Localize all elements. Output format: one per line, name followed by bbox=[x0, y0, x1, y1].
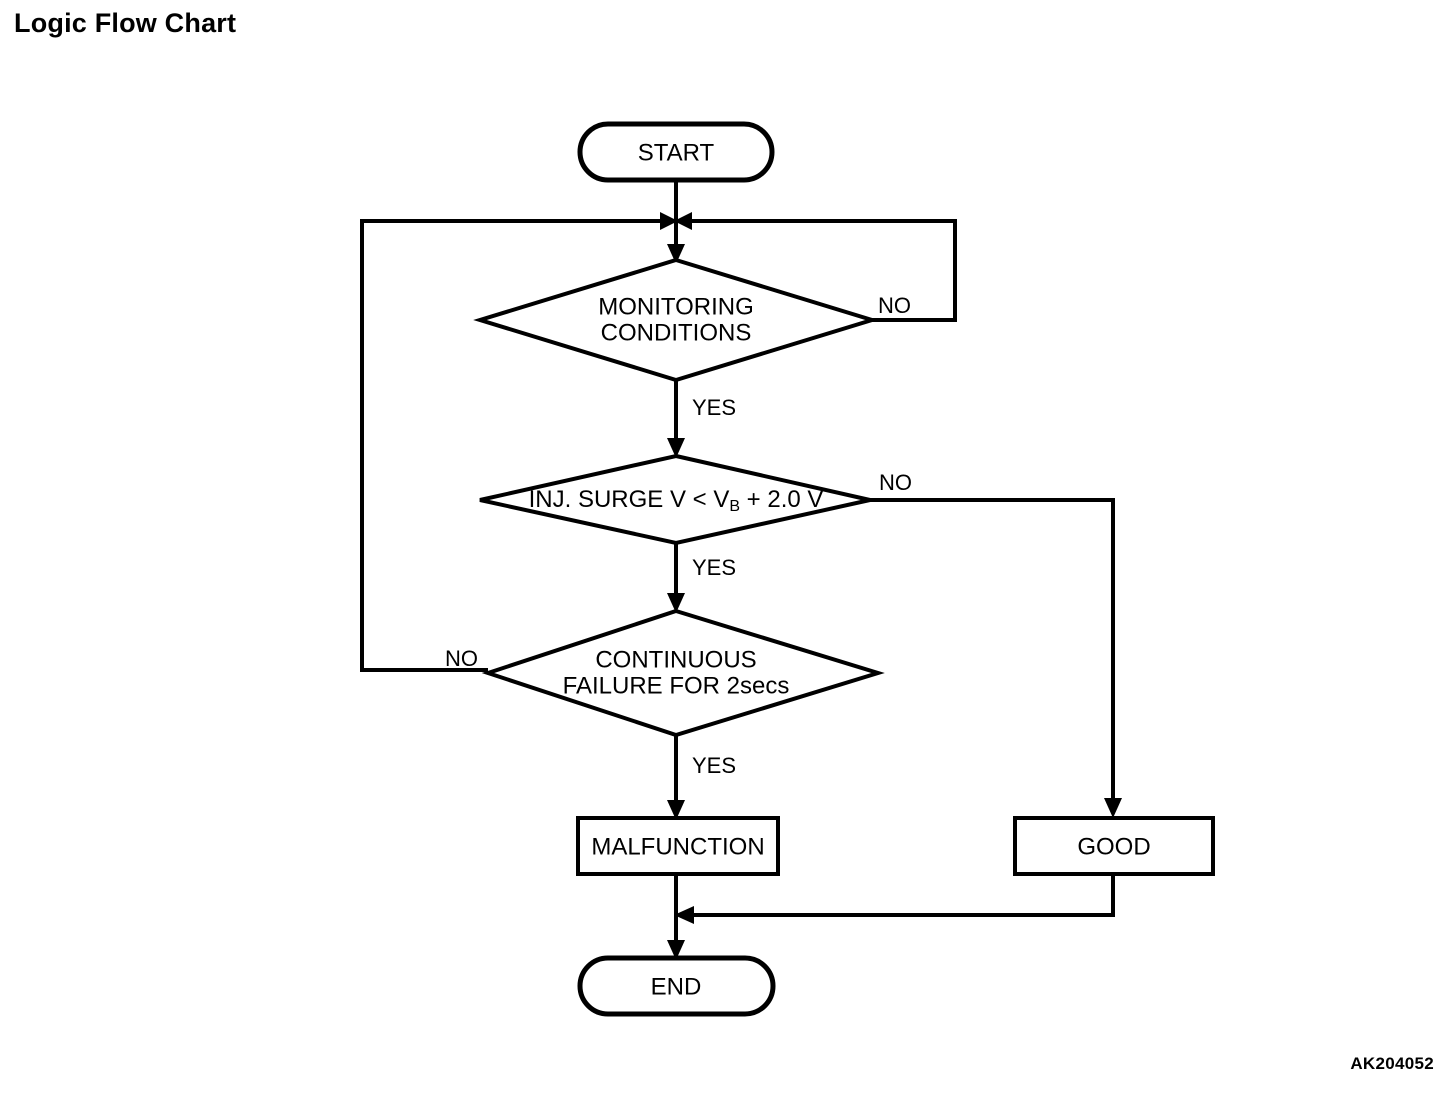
edge-label-inj-surge-yes: YES bbox=[692, 555, 736, 580]
good-node-label: GOOD bbox=[1077, 833, 1150, 860]
arrowhead-inj-surge-yes bbox=[667, 593, 685, 613]
arrowhead-monitoring-yes bbox=[667, 438, 685, 458]
end-node-label: END bbox=[651, 973, 702, 1000]
malfunction-node[interactable] bbox=[576, 816, 780, 876]
inj-surge-label-main: INJ. SURGE V < V bbox=[529, 486, 730, 513]
edge-label-monitoring-yes: YES bbox=[692, 395, 736, 420]
monitoring-conditions-label-line1: MONITORING bbox=[598, 293, 754, 320]
end-node[interactable] bbox=[577, 955, 776, 1017]
inj-surge-decision[interactable] bbox=[479, 453, 871, 546]
malfunction-node-label: MALFUNCTION bbox=[591, 833, 764, 860]
edge-continuous-no-loop bbox=[360, 219, 662, 672]
arrowhead-malfunction-to-end bbox=[667, 940, 685, 960]
figure-code: AK204052 bbox=[1350, 1054, 1434, 1073]
arrowhead-continuous-yes bbox=[667, 800, 685, 820]
inj-surge-label-tail: + 2.0 V bbox=[740, 486, 823, 513]
edge-good-to-merge bbox=[690, 873, 1115, 917]
arrowhead-inj-surge-no bbox=[1104, 798, 1122, 818]
edge-label-monitoring-no: NO bbox=[878, 293, 911, 318]
continuous-failure-decision[interactable] bbox=[481, 608, 885, 738]
edge-monitoring-no-loop bbox=[690, 219, 957, 322]
arrowhead-junction-to-monitoring bbox=[667, 244, 685, 264]
continuous-failure-label-line2: FAILURE FOR 2secs bbox=[563, 672, 790, 699]
monitoring-conditions-label-line2: CONDITIONS bbox=[601, 319, 752, 346]
arrowhead-good-to-merge bbox=[674, 906, 694, 924]
edge-inj-surge-no bbox=[870, 498, 1115, 805]
edge-label-inj-surge-no: NO bbox=[879, 470, 912, 495]
inj-surge-label-subscript: B bbox=[729, 498, 740, 515]
inj-surge-label: INJ. SURGE V < VB + 2.0 V bbox=[529, 486, 824, 515]
arrowhead-monitoring-no-loop bbox=[674, 212, 692, 230]
start-node[interactable] bbox=[577, 121, 775, 183]
good-node[interactable] bbox=[1013, 816, 1215, 876]
arrowhead-continuous-no-loop bbox=[660, 212, 678, 230]
edge-label-continuous-yes: YES bbox=[692, 753, 736, 778]
page-title: Logic Flow Chart bbox=[14, 8, 237, 38]
monitoring-conditions-decision[interactable] bbox=[473, 257, 879, 383]
edge-label-continuous-no: NO bbox=[445, 646, 478, 671]
continuous-failure-label-line1: CONTINUOUS bbox=[595, 646, 756, 673]
start-node-label: START bbox=[638, 139, 715, 166]
